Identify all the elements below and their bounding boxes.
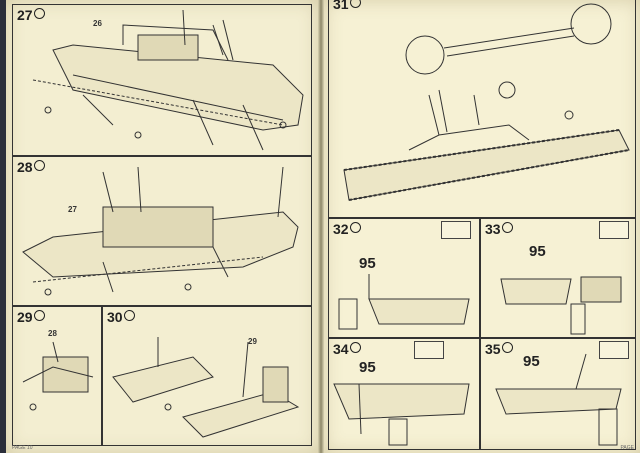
part-drawing (112, 337, 300, 438)
page-footer: PAGE (620, 445, 634, 451)
step-number: 28 (17, 159, 45, 175)
page-footer: PAGE 10 (12, 445, 33, 451)
hull-side-drawing (338, 274, 470, 330)
step-number: 31 (333, 0, 361, 12)
book-gutter (318, 0, 324, 453)
color-chart-box (599, 221, 629, 239)
part-drawing (22, 341, 94, 411)
hull-side-drawing (495, 353, 622, 446)
step-35-panel: 35 95 (480, 338, 636, 450)
step-number: 33 (485, 221, 513, 237)
color-chart-box (414, 341, 444, 359)
step-28-panel: 28 27 (12, 156, 312, 306)
boat-hull-drawing (343, 3, 630, 201)
step-number: 32 (333, 221, 361, 237)
step-number: 27 (17, 7, 45, 23)
step-number: 29 (17, 309, 45, 325)
step-number: 34 (333, 341, 361, 357)
decal-number: 95 (529, 243, 546, 260)
decal-number: 95 (523, 353, 540, 370)
decal-number: 95 (359, 255, 376, 272)
step-32-panel: 32 95 (328, 218, 480, 338)
left-instruction-page: 27 26 28 27 (6, 0, 318, 453)
step-29-panel: 29 28 (12, 306, 102, 446)
part-label: 29 (248, 337, 257, 346)
color-chart-box (599, 341, 629, 359)
boat-hull-drawing (32, 9, 304, 151)
step-27-panel: 27 26 (12, 4, 312, 156)
decal-number: 95 (359, 359, 376, 376)
step-31-panel: 31 (328, 0, 636, 218)
step-33-panel: 33 95 (480, 218, 636, 338)
boat-hull-drawing (22, 166, 299, 296)
step-number: 30 (107, 309, 135, 325)
step-number: 35 (485, 341, 513, 357)
part-label: 26 (93, 19, 102, 28)
color-chart-box (441, 221, 471, 239)
hull-side-drawing (500, 276, 622, 335)
step-34-panel: 34 95 (328, 338, 480, 450)
hull-side-drawing (333, 383, 470, 446)
step-30-panel: 30 29 (102, 306, 312, 446)
part-label: 28 (48, 329, 57, 338)
part-label: 27 (68, 205, 77, 214)
right-instruction-page: 31 32 95 (324, 0, 640, 453)
